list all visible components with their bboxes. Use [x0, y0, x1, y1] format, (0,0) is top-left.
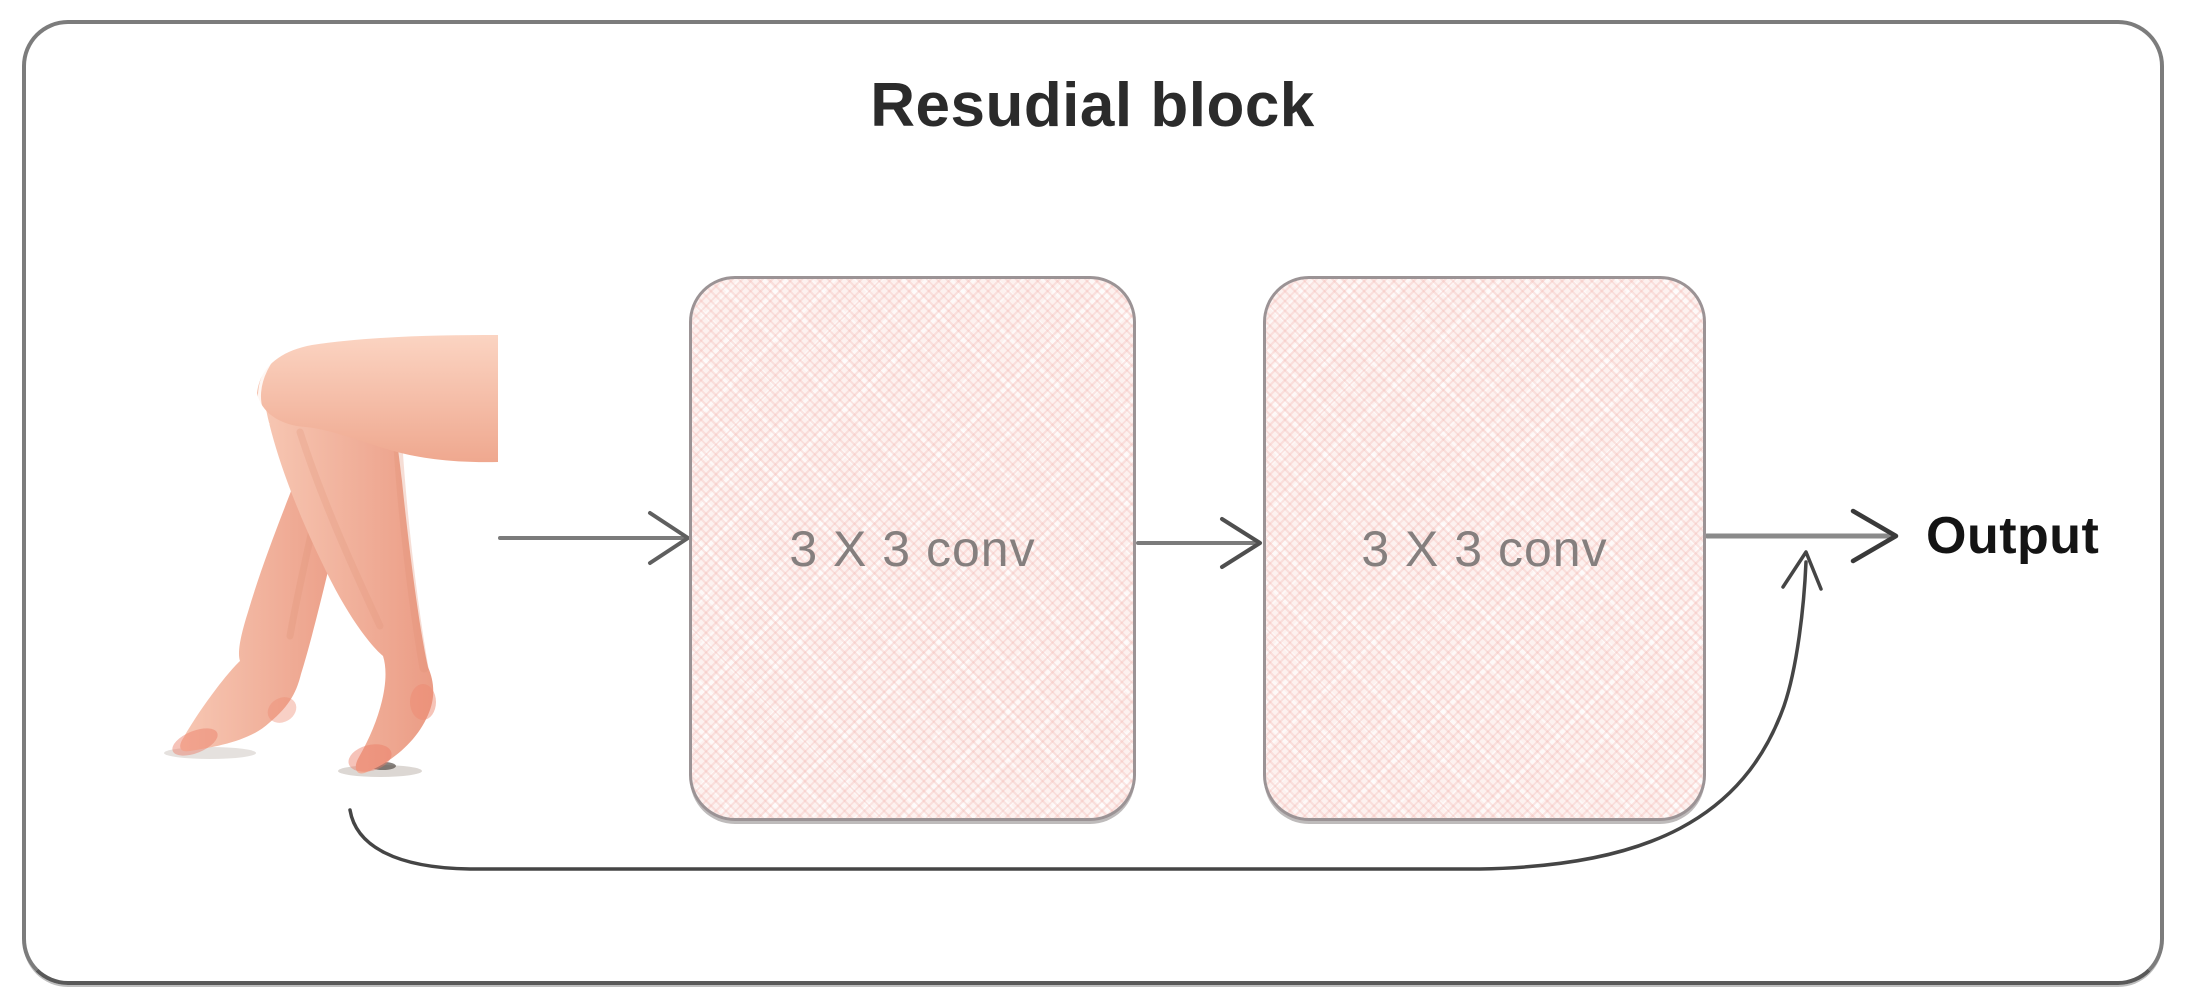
input-image-legs [164, 335, 498, 777]
diagram-title: Resudial block [870, 71, 1315, 140]
conv2-box: 3 X 3 conv [1263, 276, 1706, 821]
conv1-box: 3 X 3 conv [689, 276, 1136, 821]
conv1-to-conv2-arrow [1136, 517, 1262, 569]
skip-connection-arrow [348, 550, 1823, 871]
conv2-to-output-arrow [1704, 508, 1899, 564]
conv2-label: 3 X 3 conv [1361, 520, 1608, 577]
output-label: Output [1926, 507, 2100, 565]
conv1-label: 3 X 3 conv [789, 520, 1036, 577]
diagram-frame [22, 20, 2164, 985]
legs-thigh [257, 335, 498, 463]
legs-front-leg [262, 384, 436, 774]
input-arrow [498, 511, 690, 565]
